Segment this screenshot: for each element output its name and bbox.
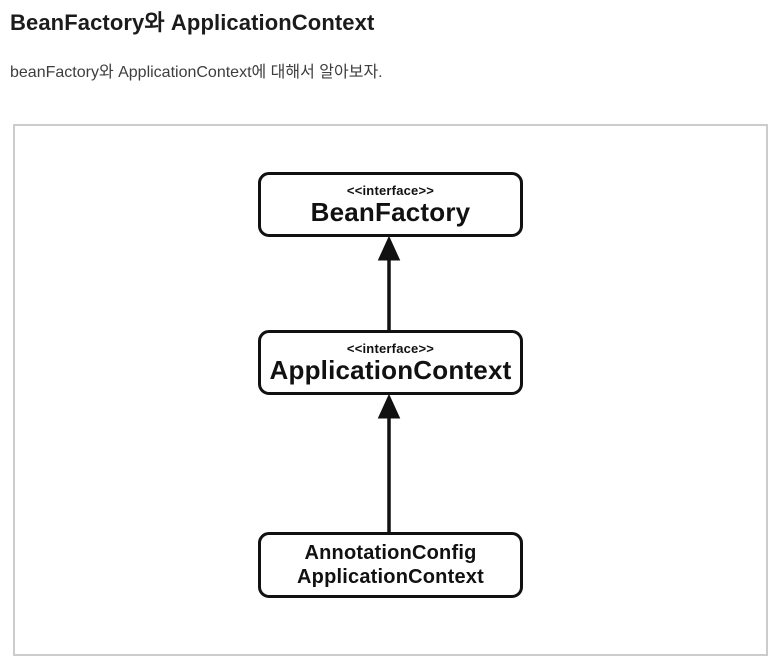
stereotype-label: <<interface>> <box>346 341 435 356</box>
node-beanfactory: <<interface>> BeanFactory <box>258 172 523 237</box>
node-annotationconfig-applicationcontext: AnnotationConfig ApplicationContext <box>258 532 523 598</box>
node-name: BeanFactory <box>310 197 471 227</box>
arrow-annotationconfig-to-applicationcontext-icon <box>377 393 401 532</box>
page-title: BeanFactory와 ApplicationContext <box>10 10 375 35</box>
node-name-line2: ApplicationContext <box>297 566 484 588</box>
stereotype-label: <<interface>> <box>346 183 435 198</box>
node-name: ApplicationContext <box>269 355 512 385</box>
node-name-line1: AnnotationConfig <box>304 542 477 564</box>
arrow-applicationcontext-to-beanfactory-icon <box>377 235 401 330</box>
diagram-panel: <<interface>> BeanFactory <<interface>> … <box>13 124 768 656</box>
node-applicationcontext: <<interface>> ApplicationContext <box>258 330 523 395</box>
page-subtitle: beanFactory와 ApplicationContext에 대해서 알아보… <box>10 64 383 81</box>
